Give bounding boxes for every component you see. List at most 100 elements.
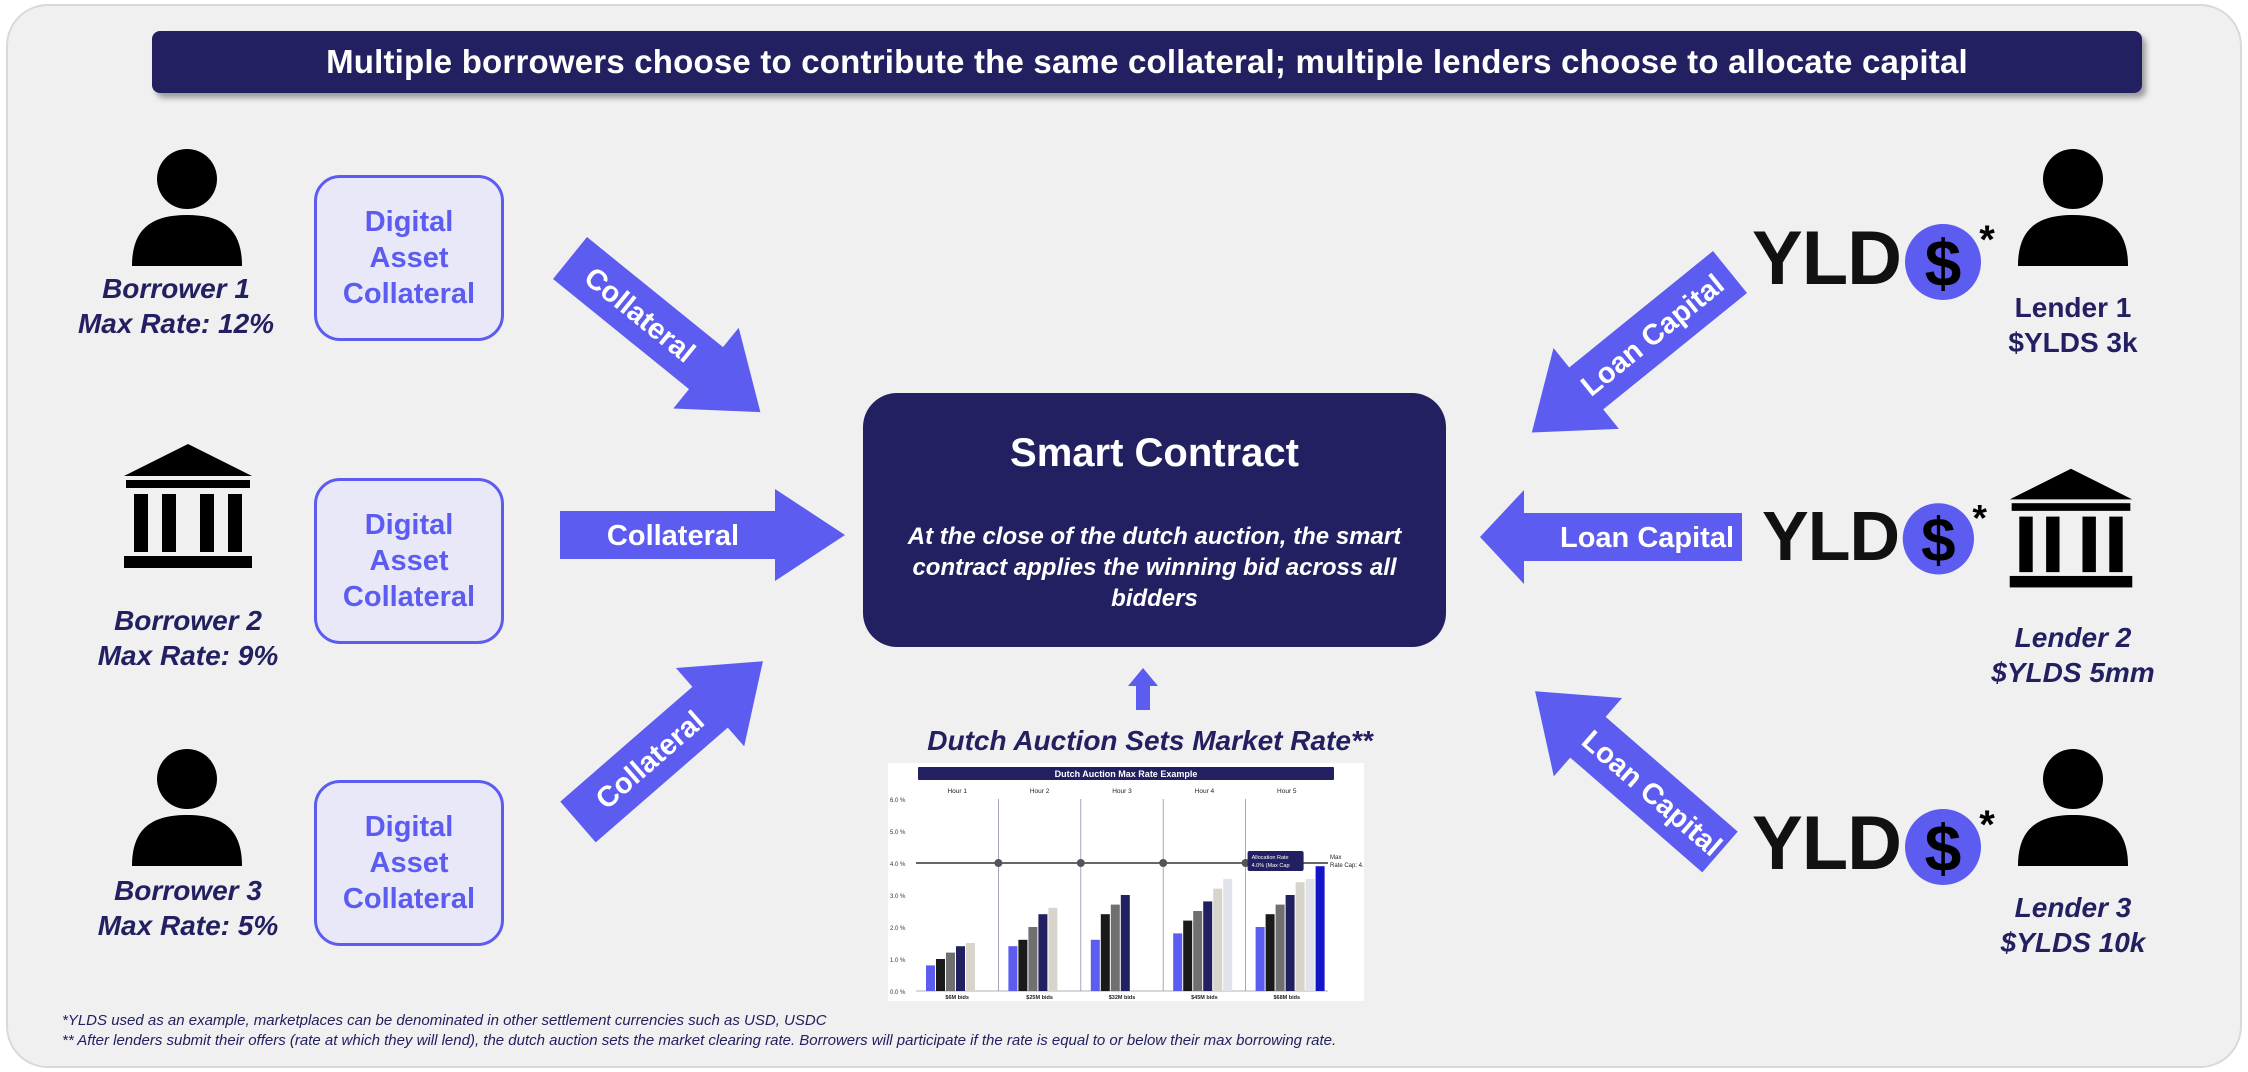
borrower-2-name: Borrower 2 bbox=[114, 605, 262, 636]
lender-1-name: Lender 1 bbox=[2014, 292, 2132, 323]
lender-2-bank-icon bbox=[2009, 468, 2133, 588]
chart-bar bbox=[1120, 895, 1130, 991]
chart-bar bbox=[1275, 904, 1285, 991]
smart-contract-title: Smart Contract bbox=[1010, 431, 1299, 475]
lender-3-label: Lender 3 $YLDS 10k bbox=[1943, 890, 2203, 960]
x-category-label: $6M bids bbox=[945, 995, 969, 1001]
y-tick-label: 0.0 % bbox=[890, 990, 906, 996]
ylds-dollar-icon: $ * bbox=[1902, 496, 1987, 575]
asset-line-3: Collateral bbox=[342, 278, 476, 310]
lender-2-label: Lender 2 $YLDS 5mm bbox=[1943, 620, 2203, 690]
x-category-label: $68M bids bbox=[1274, 995, 1301, 1001]
chart-bar bbox=[1090, 939, 1100, 991]
max-rate-marker bbox=[1076, 859, 1085, 867]
header-banner: Multiple borrowers choose to contribute … bbox=[152, 31, 2142, 93]
chart-bar bbox=[1110, 904, 1120, 991]
chart-bar bbox=[1223, 879, 1233, 991]
chart-title: Dutch Auction Max Rate Example bbox=[1055, 769, 1198, 779]
asset-line-3: Collateral bbox=[342, 883, 476, 915]
loan-arrow-2-label: Loan Capital bbox=[1560, 522, 1734, 554]
asset-line-2: Asset bbox=[369, 545, 449, 577]
collateral-arrow-3: Collateral bbox=[560, 661, 763, 843]
y-tick-label: 4.0 % bbox=[890, 862, 906, 868]
max-rate-marker bbox=[1159, 859, 1168, 867]
ylds-logo-text: YLD bbox=[1762, 497, 1900, 575]
footnote-2: ** After lenders submit their offers (ra… bbox=[62, 1032, 1337, 1049]
chart-bar bbox=[1173, 933, 1183, 991]
ylds-logo-1: YLD $ * bbox=[1752, 215, 1997, 302]
asset-box-2: Digital Asset Collateral bbox=[314, 478, 504, 644]
max-rate-note-2: Rate Cap: 4. bbox=[1330, 863, 1364, 869]
svg-text:$: $ bbox=[1925, 226, 1962, 300]
auction-chart: Dutch Auction Max Rate Example 0.0 % 1.0 %… bbox=[890, 767, 1364, 1001]
smart-contract-box: Smart Contract At the close of the dutch… bbox=[863, 393, 1446, 647]
asset-box-1: Digital Asset Collateral bbox=[314, 175, 504, 341]
chart-bar bbox=[966, 943, 975, 991]
hour-label: Hour 5 bbox=[1277, 788, 1297, 795]
max-rate-marker bbox=[1241, 859, 1250, 867]
chart-bar bbox=[1008, 946, 1018, 991]
svg-text:*: * bbox=[1979, 218, 1995, 262]
asset-line-1: Digital bbox=[364, 509, 454, 541]
max-rate-marker bbox=[994, 859, 1003, 867]
hour-label: Hour 3 bbox=[1112, 788, 1132, 795]
chart-bar bbox=[946, 952, 955, 991]
asset-line-2: Asset bbox=[369, 847, 449, 879]
borrower-2-bank-icon bbox=[124, 444, 252, 568]
y-tick-label: 2.0 % bbox=[890, 926, 906, 932]
chart-bar bbox=[936, 959, 945, 991]
lender-3-amount: $YLDS 10k bbox=[2000, 927, 2146, 958]
chart-bar bbox=[1038, 914, 1048, 991]
y-tick-label: 3.0 % bbox=[890, 894, 906, 900]
collateral-arrow-1: Collateral bbox=[553, 237, 761, 413]
chart-bar bbox=[1203, 901, 1213, 991]
chart-bar bbox=[1048, 907, 1058, 991]
chart-bar bbox=[1315, 866, 1325, 991]
asset-line-1: Digital bbox=[364, 811, 454, 843]
borrower-1-label: Borrower 1 Max Rate: 12% bbox=[16, 271, 336, 341]
borrower-3-person-icon bbox=[132, 749, 242, 866]
svg-text:*: * bbox=[1979, 803, 1995, 847]
chart-bar bbox=[1265, 914, 1275, 991]
lender-2-name: Lender 2 bbox=[2014, 622, 2132, 653]
allocation-callout-box bbox=[1247, 851, 1304, 871]
borrower-3-label: Borrower 3 Max Rate: 5% bbox=[28, 873, 348, 943]
asset-line-1: Digital bbox=[364, 206, 454, 238]
lender-3-name: Lender 3 bbox=[2014, 892, 2132, 923]
loan-arrow-3-label: Loan Capital bbox=[1575, 725, 1727, 863]
allocation-callout-line-1: Allocation Rate bbox=[1252, 855, 1289, 861]
x-category-label: $45M bids bbox=[1191, 995, 1218, 1001]
chart-bar bbox=[1018, 939, 1028, 991]
y-tick-label: 6.0 % bbox=[890, 798, 906, 804]
chart-bar bbox=[1193, 911, 1203, 991]
y-tick-label: 1.0 % bbox=[890, 958, 906, 964]
chart-bar bbox=[1213, 888, 1223, 991]
asset-box-3: Digital Asset Collateral bbox=[314, 780, 504, 946]
chart-bar bbox=[956, 946, 965, 991]
chart-to-contract-arrow bbox=[1128, 668, 1158, 710]
x-category-label: $25M bids bbox=[1026, 995, 1053, 1001]
loan-arrow-3: Loan Capital bbox=[1535, 691, 1738, 873]
borrower-2-rate: Max Rate: 9% bbox=[97, 640, 279, 671]
borrower-1-rate: Max Rate: 12% bbox=[77, 308, 275, 339]
allocation-callout-line-2: 4.0% (Max Cap bbox=[1252, 863, 1290, 869]
lender-3-person-icon bbox=[2018, 749, 2128, 866]
loan-arrow-1-label: Loan Capital bbox=[1575, 269, 1730, 403]
ylds-logo-2: YLD $ * bbox=[1762, 496, 1989, 576]
chart-bar bbox=[1255, 927, 1265, 991]
chart-bar bbox=[1285, 895, 1295, 991]
ylds-dollar-icon: $ * bbox=[1905, 803, 1995, 885]
y-tick-label: 5.0 % bbox=[890, 830, 906, 836]
borrower-1-name: Borrower 1 bbox=[102, 273, 250, 304]
hour-label: Hour 2 bbox=[1030, 788, 1050, 795]
chart-title-band bbox=[918, 767, 1334, 780]
ylds-logo-3: YLD $ * bbox=[1752, 800, 1997, 887]
footnote-1: *YLDS used as an example, marketplaces c… bbox=[62, 1012, 827, 1029]
ylds-dollar-icon: $ * bbox=[1905, 218, 1995, 300]
asset-line-2: Asset bbox=[369, 242, 449, 274]
loan-arrow-1: Loan Capital bbox=[1531, 251, 1747, 433]
svg-text:*: * bbox=[1972, 496, 1987, 538]
hour-label: Hour 1 bbox=[947, 788, 967, 795]
lender-1-amount: $YLDS 3k bbox=[2008, 327, 2138, 358]
loan-arrow-2: Loan Capital bbox=[1480, 490, 1742, 584]
